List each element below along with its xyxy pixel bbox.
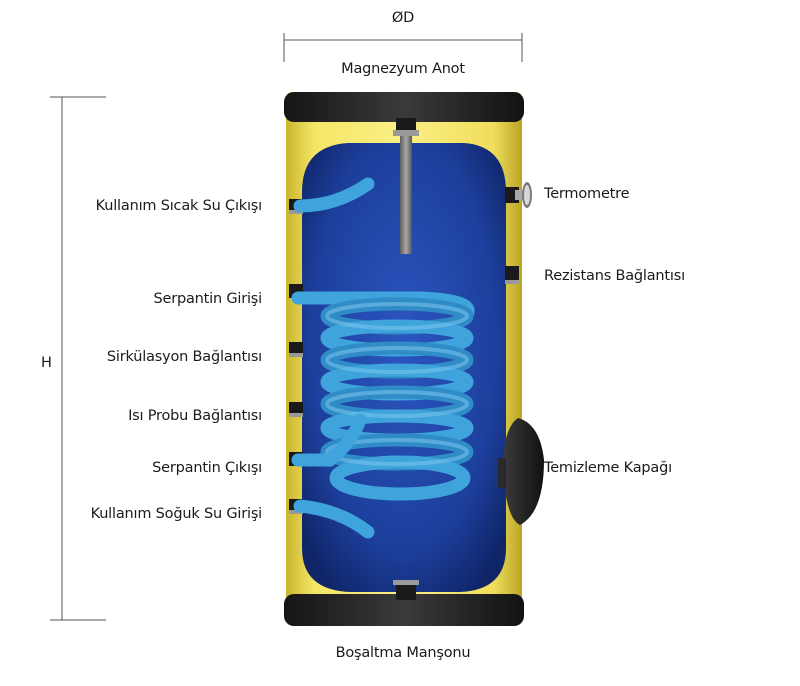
label-coil-outlet: Serpantin Çıkışı [152,460,262,476]
coil-outlet-pipe [291,413,367,467]
label-cold-water-inlet: Kullanım Soğuk Su Girişi [90,506,263,522]
height-dimension-line [50,96,106,621]
label-circulation-connection: Sirkülasyon Bağlantısı [106,349,262,365]
hot-water-pipe [293,177,375,213]
magnesium-anode-rod [400,136,412,254]
label-thermometer: Termometre [544,186,630,202]
drain-socket-fitting [396,582,416,600]
thermometer-icon [515,182,532,208]
label-resistance-connection: Rezistans Bağlantısı [544,268,685,284]
label-coil-inlet: Serpantin Girişi [153,291,262,307]
label-drain-socket: Boşaltma Manşonu [335,645,471,661]
cold-water-pipe [293,499,375,539]
diameter-label: ØD [391,10,415,26]
cleaning-cover [503,418,544,525]
label-magnesium-anode: Magnezyum Anot [341,61,465,77]
height-label: H [41,355,52,371]
label-hot-water-outlet: Kullanım Sıcak Su Çıkışı [95,198,263,214]
label-heat-probe-connection: Isı Probu Bağlantısı [128,408,262,424]
label-cleaning-cover: Temizleme Kapağı [544,460,672,476]
bottom-cap [284,594,524,626]
diameter-dimension-line [283,33,523,62]
top-cap [284,92,524,122]
